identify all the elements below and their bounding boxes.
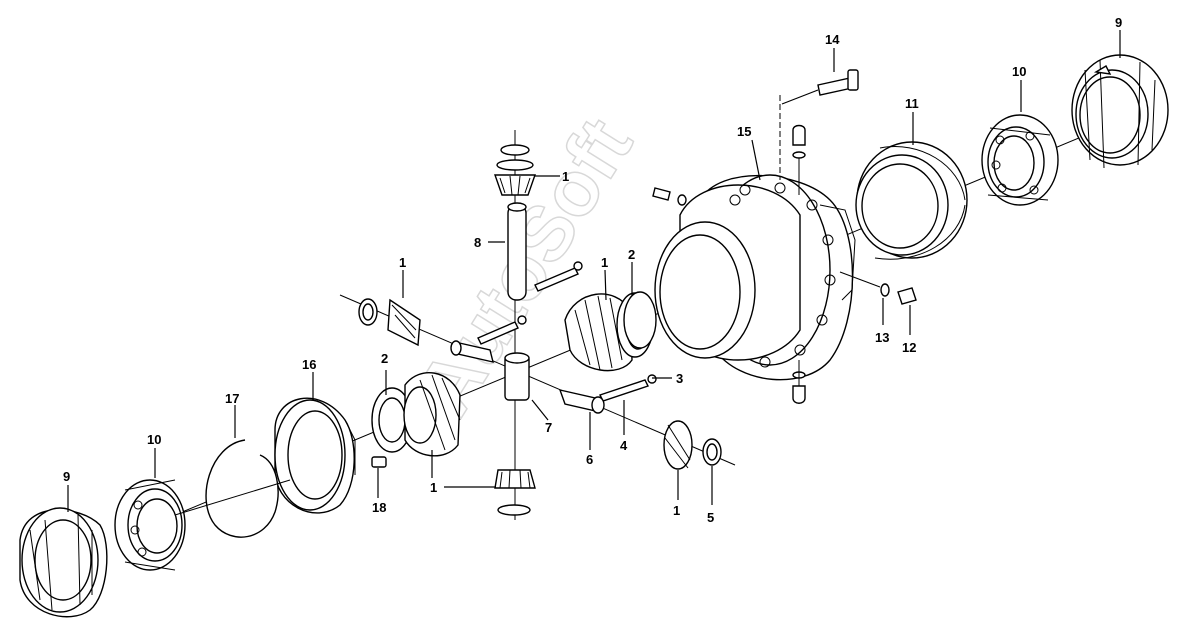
- left-guide-line: [174, 479, 291, 516]
- callout-12: 12: [902, 340, 916, 355]
- callout-1-top: 1: [562, 169, 569, 184]
- part-11-bearing-cup: [855, 141, 968, 260]
- callout-18: 18: [372, 500, 386, 515]
- callout-7: 7: [545, 420, 552, 435]
- callout-10-right: 10: [1012, 64, 1026, 79]
- callout-1-bottom-left: 1: [430, 480, 437, 495]
- part-10-right-bearing: [981, 114, 1059, 206]
- part-13-washer: [839, 271, 890, 297]
- callout-9-left: 9: [63, 469, 70, 484]
- callout-8: 8: [474, 235, 481, 250]
- callout-11: 11: [905, 96, 919, 111]
- part-12-plug: [897, 287, 917, 305]
- part-2-mid-washer: [623, 291, 657, 349]
- part-1-top-gear: [494, 144, 536, 196]
- callout-16: 16: [302, 357, 316, 372]
- part-2-left-washer: [371, 387, 413, 453]
- part-5-washer: [702, 438, 722, 466]
- callout-6: 6: [586, 452, 593, 467]
- callout-5: 5: [707, 510, 714, 525]
- part-6-pin: [558, 389, 605, 414]
- callout-1-left: 1: [399, 255, 406, 270]
- callout-9-right: 9: [1115, 15, 1122, 30]
- callout-2-left: 2: [381, 351, 388, 366]
- part-9-left-nut: [19, 507, 108, 618]
- callout-4: 4: [620, 438, 628, 453]
- housing-bottom-bolt: [792, 360, 806, 404]
- callout-15: 15: [737, 124, 751, 139]
- callout-3: 3: [676, 371, 683, 386]
- part-1-left-bevel-gear: [403, 371, 461, 457]
- part-1-bottom-gear: [494, 469, 536, 516]
- housing-top-bolt: [792, 124, 806, 195]
- callout-14: 14: [825, 32, 840, 47]
- small-pin-middle: [477, 315, 527, 345]
- part-15-housing: [654, 174, 856, 381]
- callout-10-left: 10: [147, 432, 161, 447]
- callout-13: 13: [875, 330, 889, 345]
- part-14-bolt: [781, 69, 859, 105]
- part-4-pin: [599, 374, 657, 402]
- housing-left-bolt: [652, 187, 687, 206]
- callout-2-mid: 2: [628, 247, 635, 262]
- part-1-right-gear: [663, 420, 693, 470]
- small-pin-upper: [534, 261, 583, 292]
- part-1-left-gear: [358, 298, 421, 347]
- part-8-pin: [507, 202, 527, 301]
- part-16-cup: [274, 397, 356, 514]
- part-17-snap-ring: [205, 439, 279, 538]
- callout-1-bottom-right: 1: [673, 503, 680, 518]
- callout-1-mid: 1: [601, 255, 608, 270]
- callout-17: 17: [225, 391, 239, 406]
- part-18-dowel: [371, 456, 387, 468]
- leader-lines: [67, 30, 1121, 512]
- left-cross-pin: [450, 340, 494, 363]
- part-10-left-bearing: [114, 479, 186, 571]
- callouts: 1 8 1 1 2 3 4 6 7 2 16 17 10 9 18 1 1 5 …: [63, 15, 1122, 525]
- part-9-right-nut: [1071, 54, 1169, 169]
- part-7-spider-block: [504, 352, 530, 401]
